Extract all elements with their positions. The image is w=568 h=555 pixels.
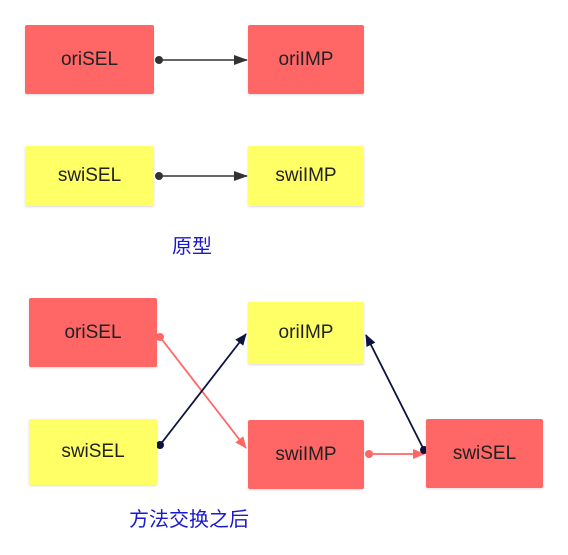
original-swisel-node: swiSEL: [25, 146, 154, 206]
node-label: swiSEL: [57, 165, 122, 186]
node-label: oriSEL: [60, 48, 119, 70]
original-caption: 原型: [172, 234, 212, 258]
arrow-orisel-to-swiimp: [156, 333, 247, 449]
swapped-swisel-right-node: swiSEL: [426, 419, 543, 488]
swapped-caption: 方法交换之后: [129, 507, 249, 531]
node-label: oriIMP: [278, 48, 334, 70]
arrow-swiimp-to-swisel: [365, 449, 425, 459]
arrow-swisel-to-oriimp-right: [365, 334, 428, 454]
node-label: swiSEL: [61, 441, 125, 462]
original-orisel-node: oriSEL: [25, 25, 154, 94]
node-label: swiSEL: [452, 442, 517, 464]
arrow-swisel-to-swiimp: [155, 171, 248, 181]
original-oriimp-node: oriIMP: [248, 25, 364, 94]
node-label: swiIMP: [275, 165, 337, 186]
node-label: swiIMP: [275, 443, 337, 465]
swapped-orisel-node: oriSEL: [29, 298, 157, 367]
node-label: oriIMP: [278, 322, 334, 343]
arrow-orisel-to-oriimp: [155, 55, 248, 65]
swapped-swisel-left-node: swiSEL: [29, 419, 157, 485]
arrow-swisel-to-oriimp: [156, 333, 247, 449]
node-label: oriSEL: [64, 321, 122, 343]
swapped-oriimp-node: oriIMP: [248, 302, 364, 364]
original-swiimp-node: swiIMP: [248, 146, 364, 206]
swapped-swiimp-node: swiIMP: [248, 420, 364, 489]
